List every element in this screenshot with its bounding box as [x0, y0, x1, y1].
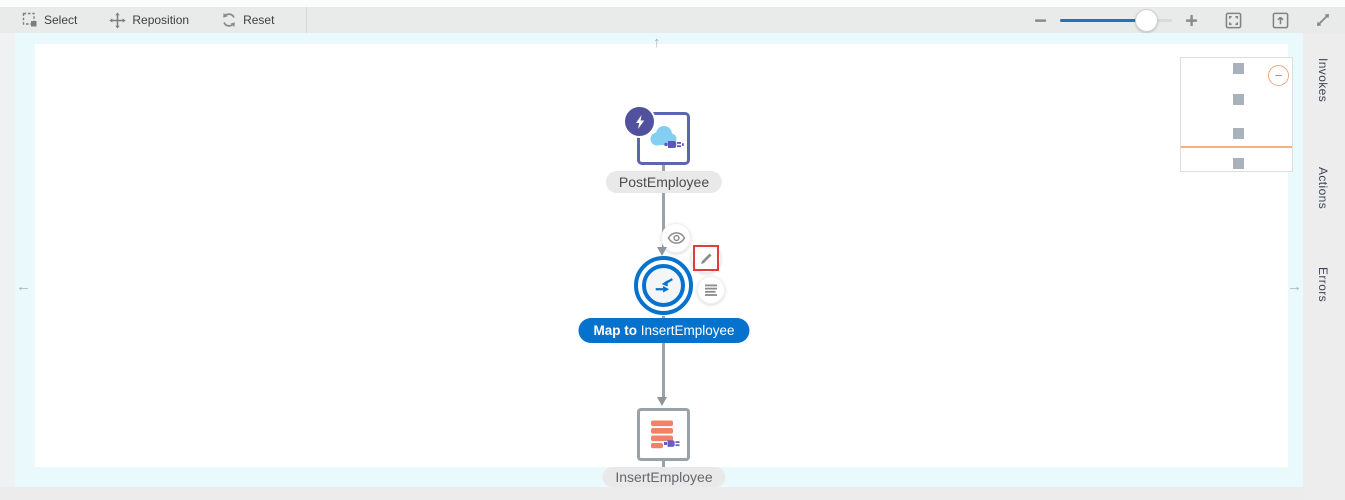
toolbar-divider	[306, 7, 308, 33]
eye-icon	[667, 232, 685, 244]
map-arrows-icon	[655, 277, 673, 292]
select-button[interactable]: Select	[20, 7, 79, 33]
mapper-label-target: InsertEmployee	[640, 323, 735, 338]
reset-icon	[223, 13, 235, 27]
tab-errors[interactable]: Errors	[1316, 267, 1330, 303]
zoom-out-button[interactable]	[1033, 13, 1048, 28]
tab-actions[interactable]: Actions	[1316, 167, 1330, 210]
node-mapper[interactable]	[634, 256, 693, 315]
expand-icon	[1317, 14, 1329, 26]
pencil-icon	[700, 252, 712, 264]
right-panel-tabs: Invokes Actions Errors	[1303, 33, 1345, 500]
connector-trigger-to-mapper	[662, 164, 665, 247]
edit-mapper-button[interactable]	[691, 243, 721, 273]
lightning-bolt-icon	[635, 114, 644, 129]
zoom-slider[interactable]	[1060, 8, 1172, 32]
scroll-up-arrow[interactable]: ↑	[653, 34, 661, 51]
scroll-right-arrow[interactable]: →	[1287, 278, 1302, 295]
node-insert-employee[interactable]	[637, 408, 690, 461]
minimap-node	[1233, 94, 1244, 105]
fit-to-canvas-button[interactable]	[1225, 12, 1242, 29]
select-icon	[22, 12, 37, 27]
reposition-label: Reposition	[132, 13, 190, 27]
top-strip	[0, 0, 1345, 7]
minus-icon	[1034, 18, 1047, 22]
zoom-slider-thumb[interactable]	[1135, 8, 1159, 32]
minimap-node	[1233, 63, 1244, 74]
zoom-slider-fill	[1060, 18, 1148, 22]
reposition-button[interactable]: Reposition	[107, 7, 191, 33]
arrowhead-into-mapper	[657, 247, 667, 256]
arrowhead-into-invoke	[657, 397, 667, 406]
node-label-post-employee: PostEmployee	[605, 171, 723, 193]
menu-lines-icon	[705, 284, 717, 296]
minimap[interactable]: −	[1180, 57, 1293, 172]
database-rows-plug-icon	[650, 420, 679, 448]
mapper-label-action: Map to	[593, 323, 637, 338]
connector-invoke-stub	[662, 461, 665, 469]
tab-invokes[interactable]: Invokes	[1316, 58, 1330, 103]
toolbar-left-group: Select Reposition Res	[20, 7, 308, 33]
zoom-in-button[interactable]	[1184, 13, 1199, 28]
rest-cloud-plug-icon	[650, 125, 684, 148]
edit-button-highlight-box	[693, 245, 719, 271]
trigger-badge	[623, 105, 656, 138]
connector-mapper-to-invoke	[662, 316, 665, 397]
canvas-toolbar: Select Reposition Res	[0, 7, 1345, 33]
mapper-menu-button[interactable]	[697, 276, 725, 304]
minimap-node	[1233, 158, 1244, 169]
mapper-label[interactable]: Map to InsertEmployee	[578, 318, 750, 343]
fit-to-canvas-icon	[1225, 12, 1242, 28]
minimap-node	[1233, 128, 1244, 139]
arrow-up-box-icon	[1272, 12, 1289, 28]
bottom-bar	[0, 487, 1303, 500]
plus-icon	[1185, 14, 1198, 26]
reset-button[interactable]: Reset	[219, 7, 276, 33]
expand-fullscreen-button[interactable]	[1315, 12, 1331, 28]
scroll-left-arrow[interactable]: ←	[16, 278, 31, 295]
minimap-viewport-line	[1181, 146, 1292, 148]
pan-to-start-button[interactable]	[1272, 12, 1289, 29]
minimap-collapse-button[interactable]: −	[1268, 65, 1289, 86]
select-label: Select	[44, 13, 78, 27]
node-label-insert-employee: InsertEmployee	[602, 467, 726, 487]
move-icon	[109, 11, 126, 29]
toolbar-zoom-group	[1033, 7, 1345, 33]
reset-label: Reset	[243, 13, 275, 27]
flow-canvas[interactable]: ↑ ← →	[15, 33, 1303, 487]
mapper-inner-circle	[642, 264, 685, 307]
